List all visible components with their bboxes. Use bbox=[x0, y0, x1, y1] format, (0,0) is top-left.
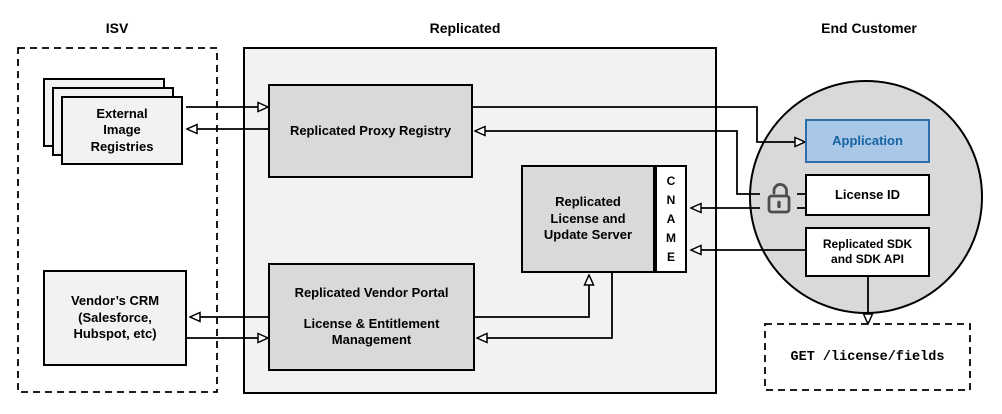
vendor-portal-title: Replicated Vendor Portal bbox=[294, 285, 449, 301]
cname-letter: A bbox=[666, 211, 676, 226]
application-box: Application bbox=[805, 119, 930, 163]
unlock-icon-glyph bbox=[767, 183, 791, 214]
replicated-sdk-box: Replicated SDK and SDK API bbox=[805, 227, 930, 277]
end-customer-section-label: End Customer bbox=[821, 20, 917, 36]
license-update-server-box: Replicated License and Update Server bbox=[521, 165, 655, 273]
api-call-label: GET /license/fields bbox=[790, 349, 945, 365]
cname-letter: C bbox=[666, 173, 676, 188]
cname-box: C N A M E bbox=[655, 165, 687, 273]
vendor-portal-subtitle: License & Entitlement Management bbox=[303, 315, 440, 348]
connector-server-to-portal bbox=[487, 273, 613, 338]
replicated-section-label: Replicated bbox=[429, 20, 501, 36]
connector-proxy-to-application bbox=[473, 106, 795, 142]
isv-section-label: ISV bbox=[105, 20, 129, 36]
unlock-icon bbox=[760, 176, 797, 216]
proxy-registry-box: Replicated Proxy Registry bbox=[268, 84, 473, 178]
cname-letter: E bbox=[666, 249, 675, 264]
connector-portal-to-server bbox=[475, 285, 589, 318]
cname-letter: N bbox=[666, 192, 676, 207]
license-id-box: License ID bbox=[805, 174, 930, 216]
vendor-crm-box: Vendor’s CRM (Salesforce, Hubspot, etc) bbox=[43, 270, 187, 366]
external-image-registries-box: External Image Registries bbox=[61, 96, 183, 165]
cname-letter: M bbox=[666, 230, 676, 245]
vendor-portal-box: Replicated Vendor Portal License & Entit… bbox=[268, 263, 475, 371]
